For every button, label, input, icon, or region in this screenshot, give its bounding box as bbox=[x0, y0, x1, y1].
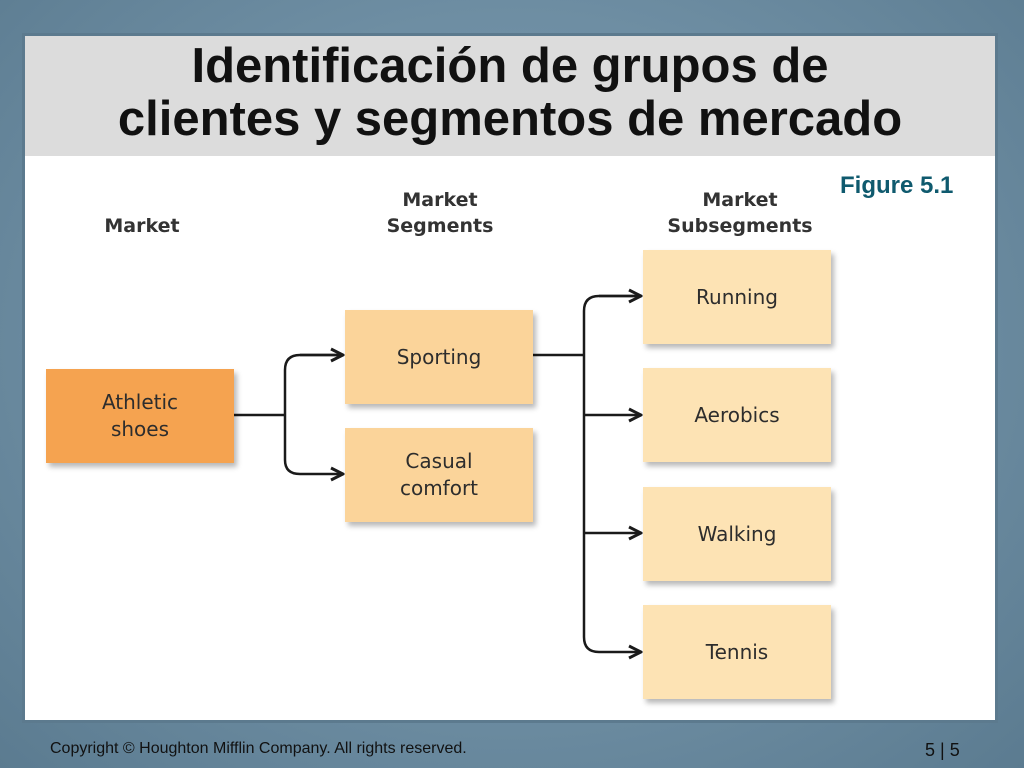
footer-page-number: 5 | 5 bbox=[925, 740, 960, 760]
footer-copyright: Copyright © Houghton Mifflin Company. Al… bbox=[50, 740, 467, 757]
segment-box-line-1: Sporting bbox=[396, 344, 482, 369]
subsegment-label: Running bbox=[696, 284, 778, 309]
header-market-subsegments: Market Subsegments bbox=[652, 187, 828, 239]
connector-to-sporting bbox=[283, 353, 343, 474]
segment-box-sporting: Sporting bbox=[345, 310, 533, 404]
header-subsegments-line-2: Subsegments bbox=[667, 215, 813, 237]
subsegment-box-tennis: Tennis bbox=[643, 605, 831, 699]
subsegment-label: Walking bbox=[697, 521, 777, 546]
subsegment-box-aerobics: Aerobics bbox=[643, 368, 831, 462]
market-box-line-2: shoes bbox=[110, 417, 170, 441]
slide: Identificación de grupos de clientes y s… bbox=[22, 33, 998, 723]
header-segments-line-2: Segments bbox=[386, 215, 494, 237]
market-box-line-1: Athletic bbox=[101, 390, 179, 414]
segment-box-casual-comfort: Casual comfort bbox=[345, 428, 533, 522]
header-market-label: Market bbox=[104, 215, 180, 237]
subsegment-box-running: Running bbox=[643, 250, 831, 344]
title-band: Identificación de grupos de clientes y s… bbox=[25, 36, 995, 156]
header-segments-line-1: Market bbox=[402, 189, 478, 211]
header-subsegments-line-1: Market bbox=[702, 189, 778, 211]
header-market-segments: Market Segments bbox=[370, 187, 510, 239]
connector-subsegment-spine bbox=[582, 294, 641, 652]
subsegment-label: Tennis bbox=[705, 639, 769, 664]
segment-box-line-1: Casual bbox=[405, 449, 473, 473]
slide-title-line-1: Identificación de grupos de bbox=[191, 39, 829, 93]
market-box-athletic-shoes: Athletic shoes bbox=[46, 369, 234, 463]
subsegment-box-walking: Walking bbox=[643, 487, 831, 581]
header-market: Market bbox=[92, 213, 192, 239]
figure-label: Figure 5.1 bbox=[840, 172, 954, 199]
slide-title-line-2: clientes y segmentos de mercado bbox=[117, 92, 903, 146]
segment-box-line-2: comfort bbox=[399, 476, 479, 500]
subsegment-label: Aerobics bbox=[694, 402, 780, 427]
